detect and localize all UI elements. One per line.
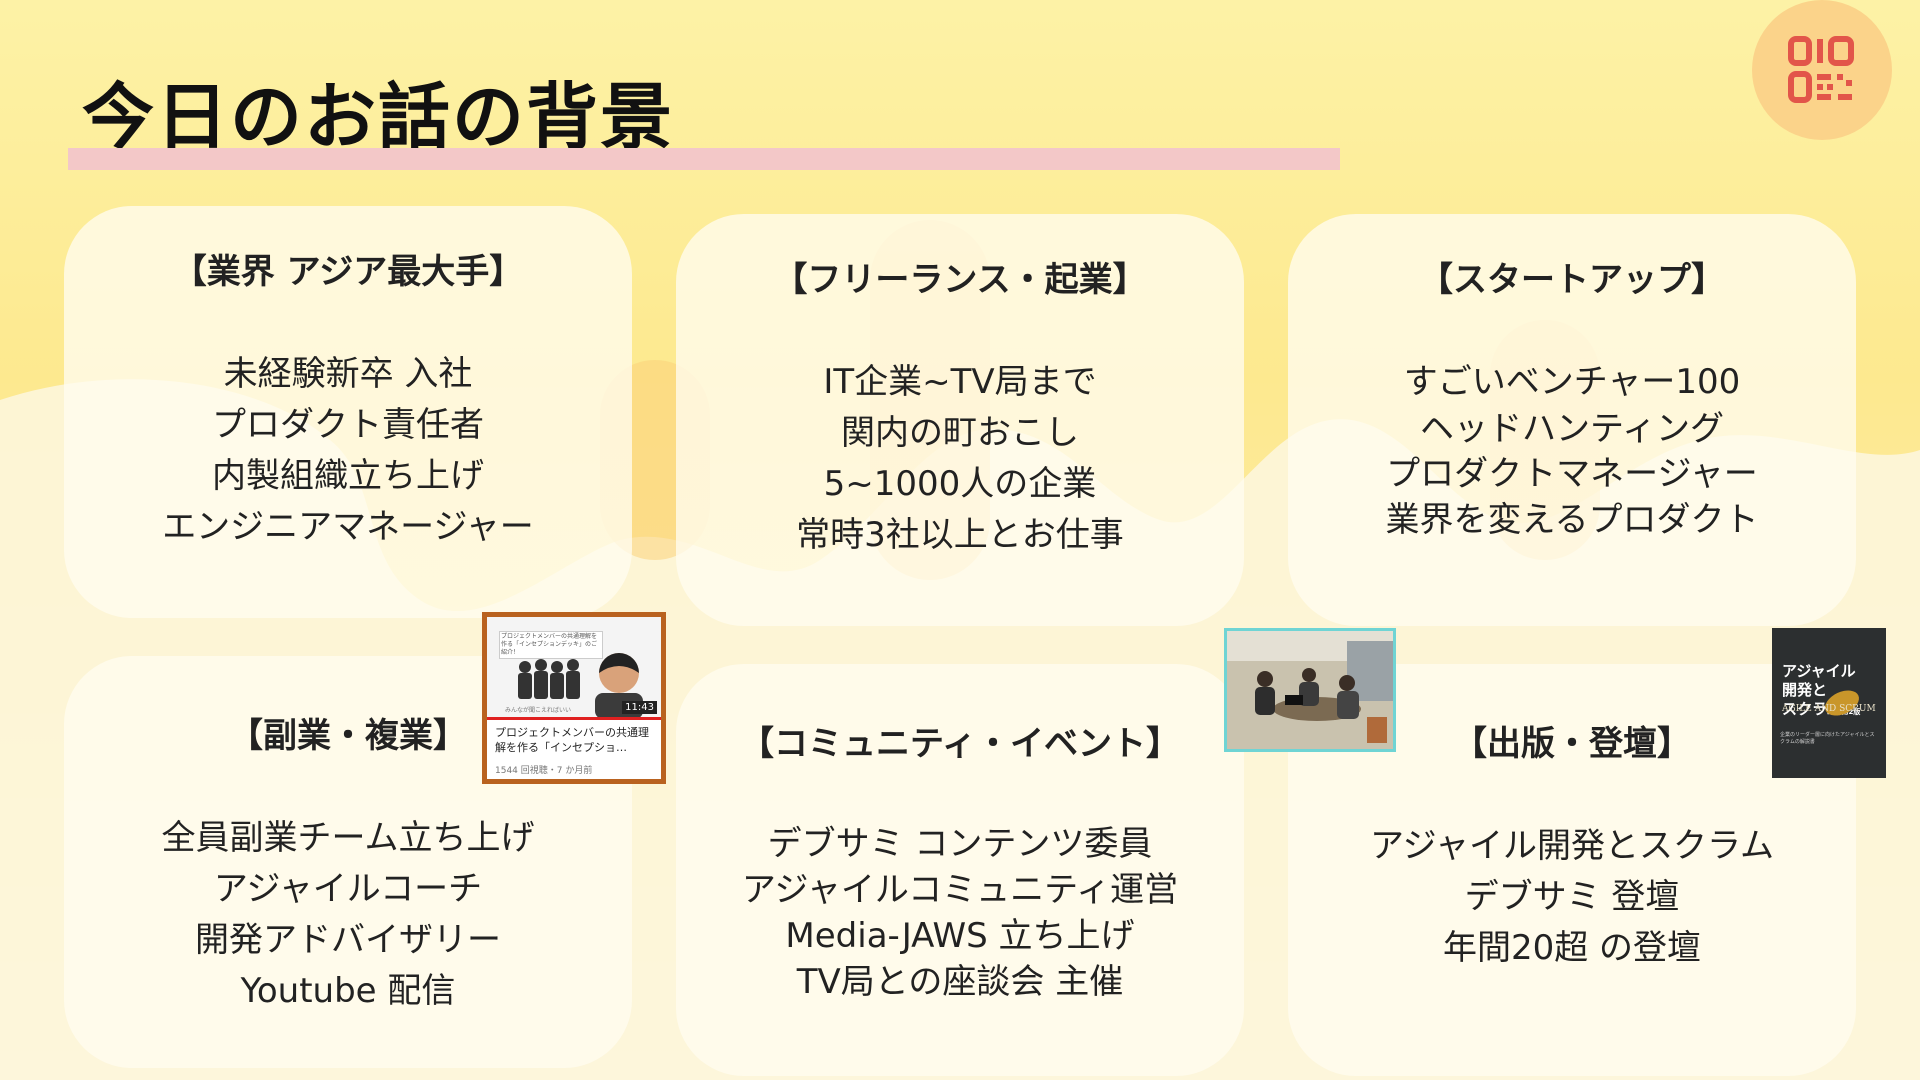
book-title-line: 開発と <box>1782 681 1828 699</box>
book-english-title: AGILE AND SCRUM <box>1782 704 1876 714</box>
card-title: 【業界 アジア最大手】 <box>172 252 524 292</box>
book-cover-image: アジャイル 開発と スクラム第2版 AGILE AND SCRUM 企業のリーダ… <box>1772 628 1886 778</box>
card-line: 内製組織立ち上げ <box>212 456 484 496</box>
community-event-photo <box>1224 628 1396 752</box>
card-line: デブサミ コンテンツ委員 <box>767 824 1153 864</box>
card-freelance: 【フリーランス・起業】 IT企業~TV局まで 関内の町おこし 5~1000人の企… <box>676 214 1244 626</box>
card-lines: すごいベンチャー100 ヘッドハンティング プロダクトマネージャー 業界を変える… <box>1386 357 1759 543</box>
page-title: 今日のお話の背景 <box>82 75 675 159</box>
card-lines: IT企業~TV局まで 関内の町おこし 5~1000人の企業 常時3社以上とお仕事 <box>796 357 1124 561</box>
video-progress-bar <box>487 717 661 720</box>
card-line: 年間20超 の登壇 <box>1442 928 1702 968</box>
card-line: エンジニアマネージャー <box>162 507 534 547</box>
book-title: アジャイル 開発と スクラム第2版 <box>1782 662 1860 722</box>
book-title-line: アジャイル <box>1782 662 1856 680</box>
card-line: Media-JAWS 立ち上げ <box>785 916 1135 956</box>
card-line: 関内の町おこし <box>840 413 1079 453</box>
meeting-photo-image <box>1227 631 1393 749</box>
card-line: すごいベンチャー100 <box>1403 362 1741 402</box>
card-line: IT企業~TV局まで <box>823 362 1097 402</box>
title-underline <box>68 148 1340 170</box>
youtube-video-thumbnail[interactable]: プロジェクトメンバーの共通理解を作る「インセプションデッキ」のご紹介！ みんなが… <box>482 612 666 784</box>
book-footer: 企業のリーダー層に向けたアジャイルとスクラムの解説書 <box>1780 732 1875 745</box>
video-duration: 11:43 <box>622 701 657 714</box>
card-industry: 【業界 アジア最大手】 未経験新卒 入社 プロダクト責任者 内製組織立ち上げ エ… <box>64 206 632 618</box>
card-line: 常時3社以上とお仕事 <box>796 515 1124 555</box>
card-line: デブサミ 登壇 <box>1464 877 1680 917</box>
card-line: プロダクトマネージャー <box>1386 454 1758 494</box>
card-line: 5~1000人の企業 <box>823 464 1097 504</box>
card-lines: 全員副業チーム立ち上げ アジャイルコーチ 開発アドバイザリー Youtube 配… <box>162 813 535 1017</box>
card-line: アジャイルコーチ <box>213 869 483 909</box>
video-meta: 1544 回視聴・7 か月前 <box>495 766 593 776</box>
card-line: 開発アドバイザリー <box>194 920 501 960</box>
card-line: ヘッドハンティング <box>1420 409 1724 449</box>
card-title: 【出版・登壇】 <box>1453 724 1691 764</box>
card-title: 【コミュニティ・イベント】 <box>740 724 1180 764</box>
card-title: 【フリーランス・起業】 <box>773 260 1147 300</box>
card-lines: 未経験新卒 入社 プロダクト責任者 内製組織立ち上げ エンジニアマネージャー <box>162 349 534 553</box>
card-community: 【コミュニティ・イベント】 デブサミ コンテンツ委員 アジャイルコミュニティ運営… <box>676 664 1244 1076</box>
video-preview-image: プロジェクトメンバーの共通理解を作る「インセプションデッキ」のご紹介！ みんなが… <box>487 617 661 719</box>
card-lines: アジャイル開発とスクラム デブサミ 登壇 年間20超 の登壇 <box>1370 821 1774 974</box>
card-line: プロダクト責任者 <box>212 405 484 445</box>
card-line: アジャイルコミュニティ運営 <box>741 870 1179 910</box>
card-startup: 【スタートアップ】 すごいベンチャー100 ヘッドハンティング プロダクトマネー… <box>1288 214 1856 626</box>
card-line: 未経験新卒 入社 <box>223 354 473 394</box>
card-line: 業界を変えるプロダクト <box>1385 500 1759 540</box>
card-lines: デブサミ コンテンツ委員 アジャイルコミュニティ運営 Media-JAWS 立ち… <box>742 821 1178 1005</box>
card-line: 全員副業チーム立ち上げ <box>161 818 535 858</box>
card-title: 【スタートアップ】 <box>1419 260 1725 300</box>
card-line: アジャイル開発とスクラム <box>1370 826 1774 866</box>
card-line: Youtube 配信 <box>240 971 456 1011</box>
book-edition: 第2版 <box>1841 708 1861 716</box>
card-title: 【副業・複業】 <box>229 716 467 756</box>
card-line: TV局との座談会 主催 <box>796 962 1124 1002</box>
video-caption: プロジェクトメンバーの共通理解を作る「インセプションデッキ」のご紹介！ <box>499 631 603 659</box>
qr-o-logo-icon <box>1752 0 1892 140</box>
video-sub-caption: みんなが聞こえればいい <box>505 707 572 714</box>
video-title: プロジェクトメンバーの共通理解を作る「インセプショ… <box>495 726 649 754</box>
